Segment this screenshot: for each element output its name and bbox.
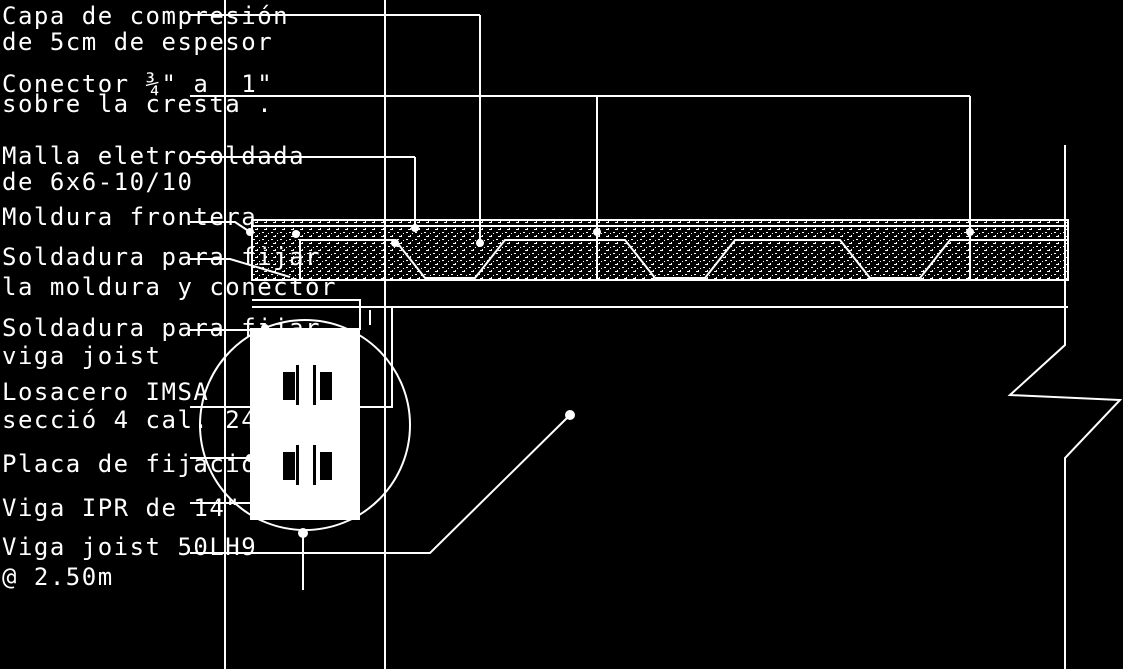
label-line: Placa de fijacion <box>2 450 274 478</box>
label-line: de 5cm de espesor <box>2 28 274 56</box>
label-conector: Conector ¾" a 1"sobre la cresta . <box>2 70 274 118</box>
concrete-slab <box>251 219 1069 281</box>
joist-plate <box>250 328 360 520</box>
steel-deck <box>252 239 1068 281</box>
break-line <box>1007 145 1123 669</box>
label-line: @ 2.50m <box>2 563 114 591</box>
label-line: Viga IPR de 14" <box>2 494 242 522</box>
label-line: de 6x6-10/10 <box>2 168 194 196</box>
label-viga-joist: Viga joist 50LH9@ 2.50m <box>2 532 257 592</box>
label-line: Soldadura para fijar <box>2 243 321 271</box>
label-line: la moldura y conector <box>2 273 337 301</box>
label-line: Conector ¾" a 1" <box>2 70 274 98</box>
label-line: secció 4 cal. 24 <box>2 406 258 434</box>
label-viga-ipr: Viga IPR de 14" <box>2 495 241 521</box>
label-line: Viga joist 50LH9 <box>2 533 258 561</box>
label-line: Moldura frontera <box>2 203 258 231</box>
label-line: viga joist <box>2 342 162 370</box>
label-placa: Placa de fijacion <box>2 451 273 477</box>
label-line: Losacero IMSA <box>2 378 210 406</box>
label-line: Capa de compresión <box>2 2 290 30</box>
label-line: Soldadura para fijar <box>2 314 321 342</box>
label-line: sobre la cresta . <box>2 90 274 118</box>
label-moldura: Moldura frontera <box>2 204 257 230</box>
label-line: Malla eletrosoldada <box>2 142 306 170</box>
